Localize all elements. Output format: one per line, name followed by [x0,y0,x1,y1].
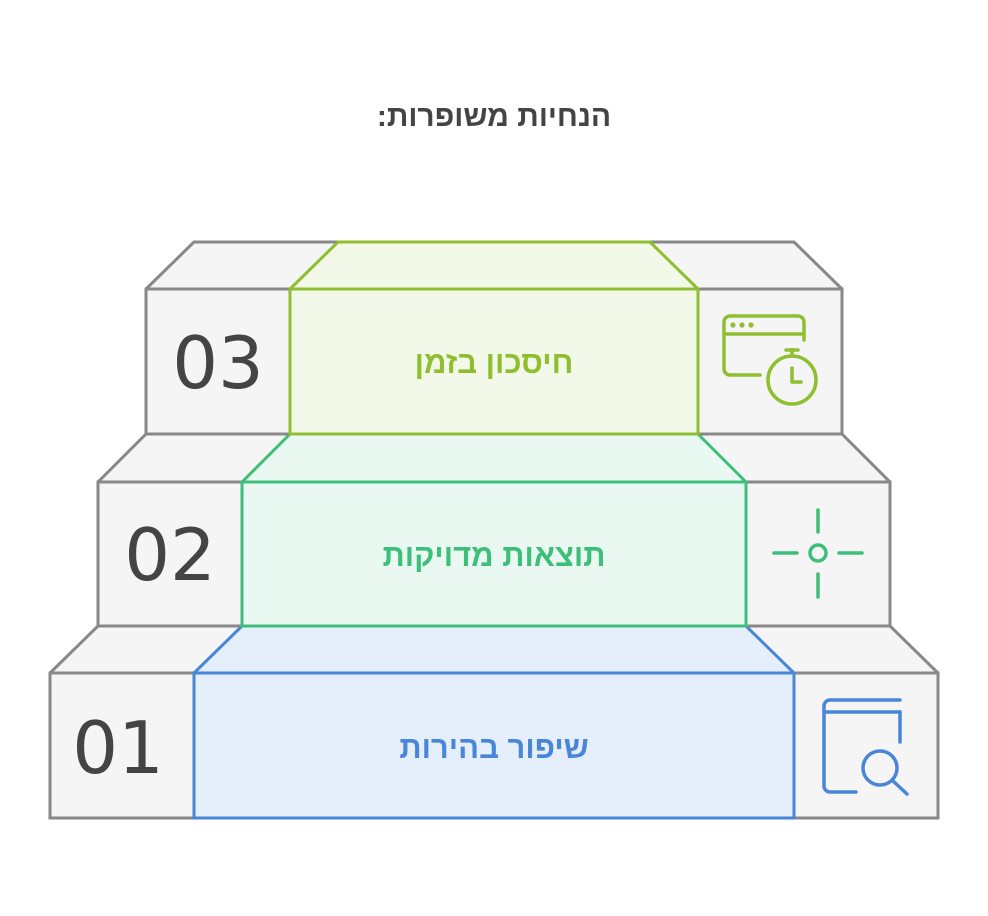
stopwatch-window-icon [722,314,818,406]
crosshair-icon [772,508,864,599]
step-02-number: 02 [124,513,216,597]
step-01-number: 01 [72,706,164,790]
step-02-color-front [240,480,748,628]
step-02-color-top [240,432,748,484]
step-03-label: חיסכון בזמן [415,345,574,380]
step-02: 02 תוצאות מדויקות [96,432,892,628]
step-03-color-top [288,240,700,291]
window-dots-icon [730,322,754,328]
book-search-icon [822,698,909,796]
step-01-color-front [192,671,796,820]
step-03-color-front [288,287,700,436]
step-03: 03 חיסכון בזמן [144,240,844,436]
step-01-color-top [192,624,796,675]
step-02-label: תוצאות מדויקות [383,538,606,573]
diagram-title: הנחיות משופרות: [376,100,612,133]
step-03-number: 03 [172,321,264,405]
step-01-label: שיפור בהירות [399,730,588,765]
step-01: 01 שיפור בהירות [48,624,940,820]
